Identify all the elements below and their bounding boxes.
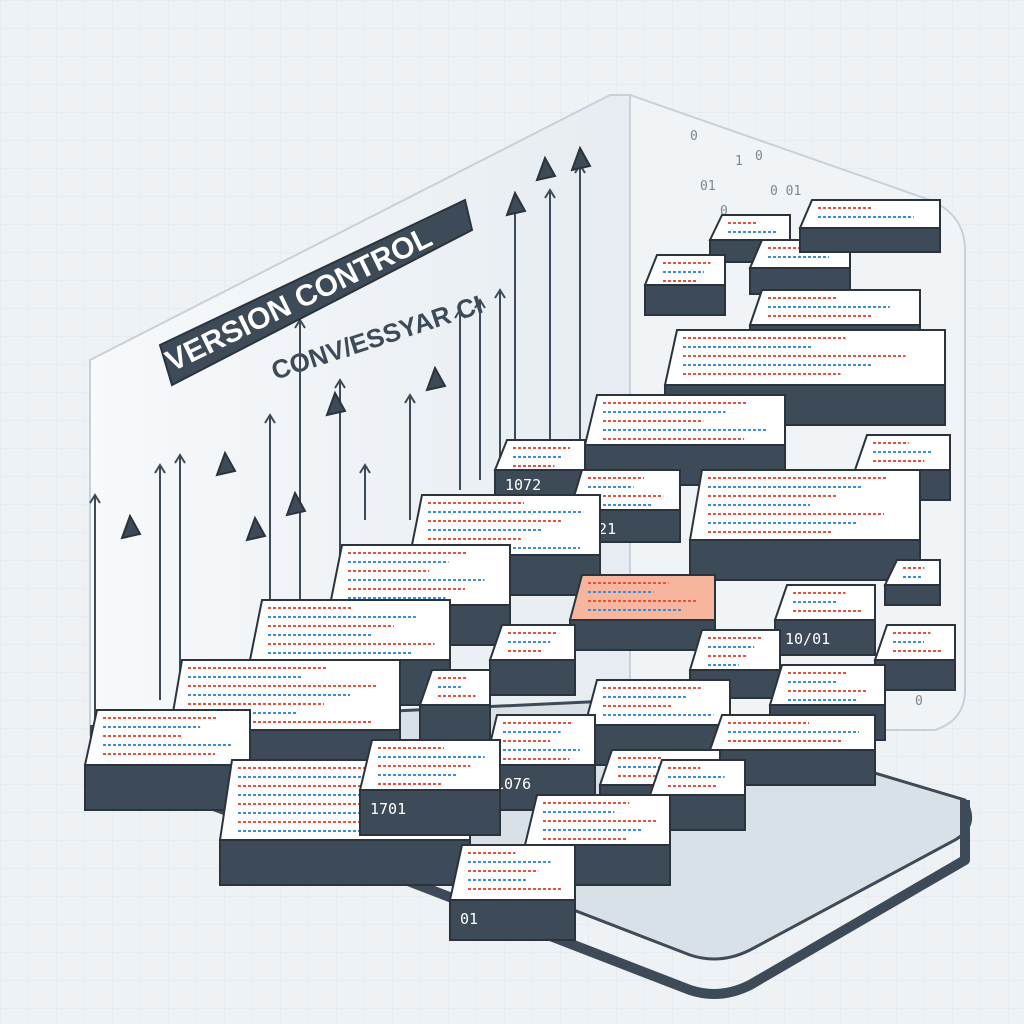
floor-edge: [90, 725, 970, 999]
commit-block: [708, 714, 876, 786]
commit-arrow: [154, 463, 166, 700]
bit-column: 0 1 01 0 0 0 01 0 0: [690, 129, 923, 709]
arrowhead-marker: [425, 365, 447, 392]
commit-block: [873, 624, 956, 691]
commit-arrow: [404, 393, 416, 520]
block-code: 01: [460, 910, 478, 928]
arrowhead-marker: [570, 145, 592, 172]
bit-row: 0: [690, 129, 698, 144]
arrowhead-marker: [285, 490, 307, 517]
commit-arrow: [494, 288, 506, 480]
arrowhead-marker: [120, 513, 142, 540]
commit-block: 1072: [493, 439, 586, 499]
bit-row: 0 01: [770, 184, 801, 199]
commit-block: 10/01: [773, 584, 876, 656]
commit-arrow: [294, 318, 306, 600]
bit-row: 0: [915, 694, 923, 709]
commit-arrow: [174, 453, 186, 690]
bit-row: 0: [755, 149, 763, 164]
commit-arrow: [89, 493, 101, 720]
commit-block: [643, 254, 726, 316]
commit-arrow: [474, 298, 486, 480]
commit-block: [648, 759, 746, 831]
arrowhead-marker: [535, 155, 557, 182]
block-code: 1072: [505, 476, 541, 494]
commit-block: 01: [448, 844, 576, 941]
bit-row: 0: [720, 204, 728, 219]
arrowhead-marker: [325, 390, 347, 417]
commit-blocks: 10722021212110312021107110/0110011076170…: [83, 199, 956, 941]
commit-arrow: [359, 463, 371, 520]
block-code: 1076: [495, 775, 531, 793]
commit-arrow: [544, 188, 556, 440]
commit-block: [418, 669, 491, 746]
commit-block: [488, 624, 576, 696]
arrowhead-marker: [245, 515, 267, 542]
commit-block: [883, 559, 941, 606]
block-code: 1701: [370, 800, 406, 818]
commit-block: [83, 709, 251, 811]
commit-block: [748, 239, 851, 295]
bit-row: 01: [700, 179, 716, 194]
commit-block: [798, 199, 941, 253]
commit-block: [568, 574, 716, 651]
block-code: 10/01: [785, 630, 830, 648]
commit-block: [583, 394, 786, 486]
commit-block: [688, 469, 921, 581]
bit-row: 1: [735, 154, 743, 169]
arrowhead-marker: [505, 190, 527, 217]
commit-block: 1701: [358, 739, 501, 836]
commit-arrow: [454, 308, 466, 490]
arrowhead-marker: [215, 450, 237, 477]
